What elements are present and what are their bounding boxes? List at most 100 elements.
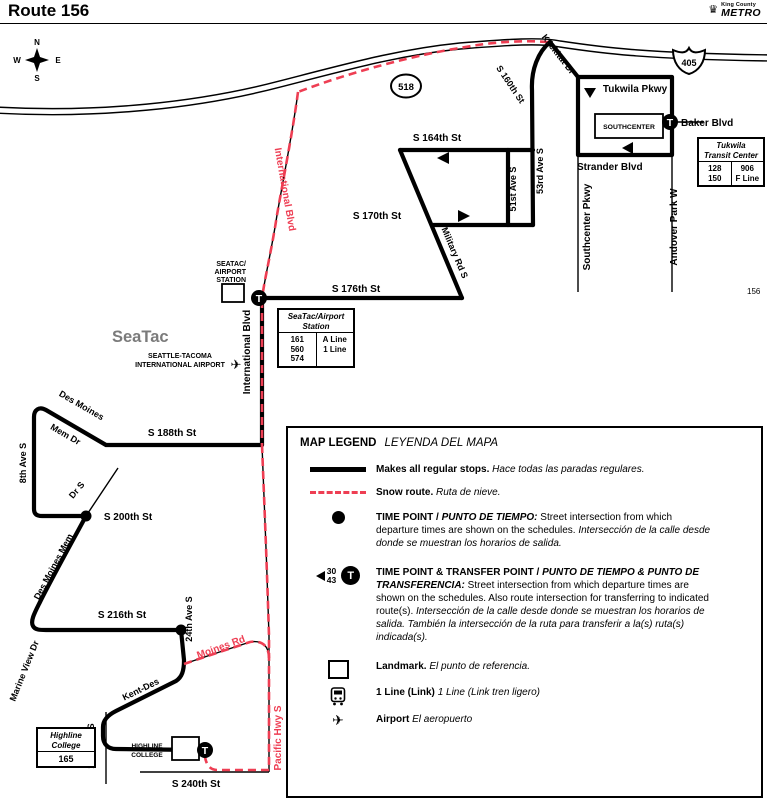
legend-row-landmark: Landmark. El punto de referencia. xyxy=(300,660,749,679)
airport-label-2: INTERNATIONAL AIRPORT xyxy=(135,362,225,369)
legend-timepoint-text: TIME POINT / PUNTO DE TIEMPO: Street int… xyxy=(376,512,711,549)
station-label-2: AIRPORT xyxy=(215,269,247,276)
transfer-route-43: 43 xyxy=(326,574,337,585)
highline-college-landmark-square xyxy=(171,736,200,761)
seatac-route: 1 Line xyxy=(323,344,347,354)
street-label-tukwila-pkwy: Tukwila Pkwy xyxy=(603,84,668,95)
tukwila-route: F Line xyxy=(735,173,760,183)
route-s160th-53rd xyxy=(529,39,553,228)
station-label-3: STATION xyxy=(216,277,246,284)
street-label-andover-park-w: Andover Park W xyxy=(669,188,680,266)
street-label-s216th: S 216th St xyxy=(98,610,147,621)
seatac-box-title-2: Station xyxy=(302,321,330,331)
route-desmoines-s216th-kentdesmoines xyxy=(30,513,201,753)
route-title: Route 156 xyxy=(8,1,90,20)
transfer-point-highline: T xyxy=(197,742,213,758)
transfer-point-seatac: T xyxy=(251,290,267,306)
snow-route xyxy=(183,39,549,772)
svg-text:T: T xyxy=(667,117,674,129)
route-s188th-desmoines-8th-s200th xyxy=(31,406,265,519)
legend-airport-text: Airport El aeropuerto xyxy=(376,714,473,725)
legend-regular-text: Makes all regular stops. Hace todas las … xyxy=(376,464,645,475)
legend-row-regular: Makes all regular stops. Hace todas las … xyxy=(300,463,749,476)
city-label-seatac: SeaTac xyxy=(112,328,169,346)
svg-text:518: 518 xyxy=(398,82,414,93)
svg-text:S: S xyxy=(34,74,40,83)
highline-route: 165 xyxy=(38,751,94,766)
legend-title-es: LEYENDA DEL MAPA xyxy=(384,437,499,449)
airport-plane-icon: ✈ xyxy=(332,712,344,728)
svg-text:T: T xyxy=(256,293,263,305)
street-label-des-moines-mem-2: Mem Dr xyxy=(49,422,83,447)
transfer-t-icon: T xyxy=(341,566,361,585)
southcenter-label: SOUTHCENTER xyxy=(603,124,655,131)
street-label-51st-ave: 51st Ave S xyxy=(508,167,518,212)
street-label-s160th: S 160th St xyxy=(494,63,527,105)
street-label-8th-ave: 8th Ave S xyxy=(18,443,28,483)
link-train-icon xyxy=(330,687,346,706)
snow-freeway-518 xyxy=(297,39,549,94)
street-label-international-blvd: International Blvd xyxy=(242,310,253,394)
snow-s-240th xyxy=(203,756,269,772)
legend-row-link: 1 Line (Link) 1 Line (Link tren ligero) xyxy=(300,686,749,706)
i-405-shield: 405 xyxy=(671,45,707,76)
seatac-station-box: SeaTac/Airport Station 161 560 574 A Lin… xyxy=(277,308,355,368)
king-county-metro-logo: ♛ King County METRO xyxy=(708,2,761,18)
street-label-pacific-hwy-s: Pacific Hwy S xyxy=(273,705,284,770)
time-point-dot-s216th xyxy=(175,624,187,636)
seatac-station-landmark-square xyxy=(221,283,245,303)
time-point-dot-icon xyxy=(331,511,345,524)
legend-snow-text: Snow route. Ruta de nieve. xyxy=(376,487,501,498)
road-des-moines-mem-dr-s xyxy=(85,467,119,517)
highline-campus-label-1: HIGHLINE xyxy=(131,743,163,750)
street-label-des-moines-mem-s: Des Moines Mem xyxy=(32,532,75,601)
street-label-dr-s: Dr S xyxy=(67,480,87,501)
seatac-route: 560 xyxy=(290,344,304,354)
street-label-strander-blvd: Strander Blvd xyxy=(577,162,643,173)
highline-box-title-1: Highline xyxy=(50,731,82,740)
airport-label-1: SEATTLE-TACOMA xyxy=(148,353,212,360)
landmark-square-icon xyxy=(327,660,349,679)
sr-518-shield: 518 xyxy=(390,73,422,99)
street-label-international-blvd-snow: International Blvd xyxy=(272,147,297,232)
legend-transfer-text: TIME POINT & TRANSFER POINT / PUNTO DE T… xyxy=(376,567,709,643)
tukwila-transit-center-box: Tukwila Transit Center 128 150 906 F Lin… xyxy=(697,137,765,187)
route-klickitat-dr xyxy=(547,39,581,80)
street-label-s240th: S 240th St xyxy=(172,779,221,790)
street-label-moines-rd: Moines Rd xyxy=(196,634,247,662)
svg-text:N: N xyxy=(34,38,40,47)
street-label-24th-ave: 24th Ave S xyxy=(184,596,194,641)
legend-landmark-text: Landmark. El punto de referencia. xyxy=(376,661,530,672)
left-arrow-icon xyxy=(315,570,325,581)
seatac-box-title-1: SeaTac/Airport xyxy=(287,312,345,321)
route-156-line xyxy=(30,39,675,753)
regular-stops-line-icon xyxy=(310,467,366,472)
street-label-marine-view-dr: Marine View Dr xyxy=(8,639,42,703)
king-county-crown-icon: ♛ xyxy=(708,3,719,16)
street-label-southcenter-pkwy: Southcenter Pkwy xyxy=(582,183,593,270)
snow-international-north xyxy=(260,91,300,299)
tukwila-route: 128 xyxy=(708,164,722,173)
route-tukwila-loop xyxy=(575,74,675,158)
street-label-klickitat-dr: Klickitat Dr xyxy=(540,32,577,76)
page-header: Route 156 ♛ King County METRO xyxy=(0,0,767,24)
compass-rose: N S W E xyxy=(13,38,61,83)
svg-text:E: E xyxy=(55,56,61,65)
street-label-s188th: S 188th St xyxy=(148,428,197,439)
legend-link-text: 1 Line (Link) 1 Line (Link tren ligero) xyxy=(376,687,540,698)
transfer-point-icon: 30 43 T xyxy=(315,566,361,585)
airplane-icon: ✈ xyxy=(231,357,242,372)
street-label-s176th: S 176th St xyxy=(332,284,381,295)
southcenter-landmark-box xyxy=(594,113,664,139)
tukwila-tc-title-1: Tukwila xyxy=(716,141,746,150)
tukwila-tc-title-2: Transit Center xyxy=(703,150,759,160)
seatac-route: 574 xyxy=(290,354,304,363)
svg-text:T: T xyxy=(202,745,209,757)
arrow-east-s170th xyxy=(458,210,470,222)
tukwila-route: 906 xyxy=(740,164,754,173)
svg-text:405: 405 xyxy=(681,58,696,68)
